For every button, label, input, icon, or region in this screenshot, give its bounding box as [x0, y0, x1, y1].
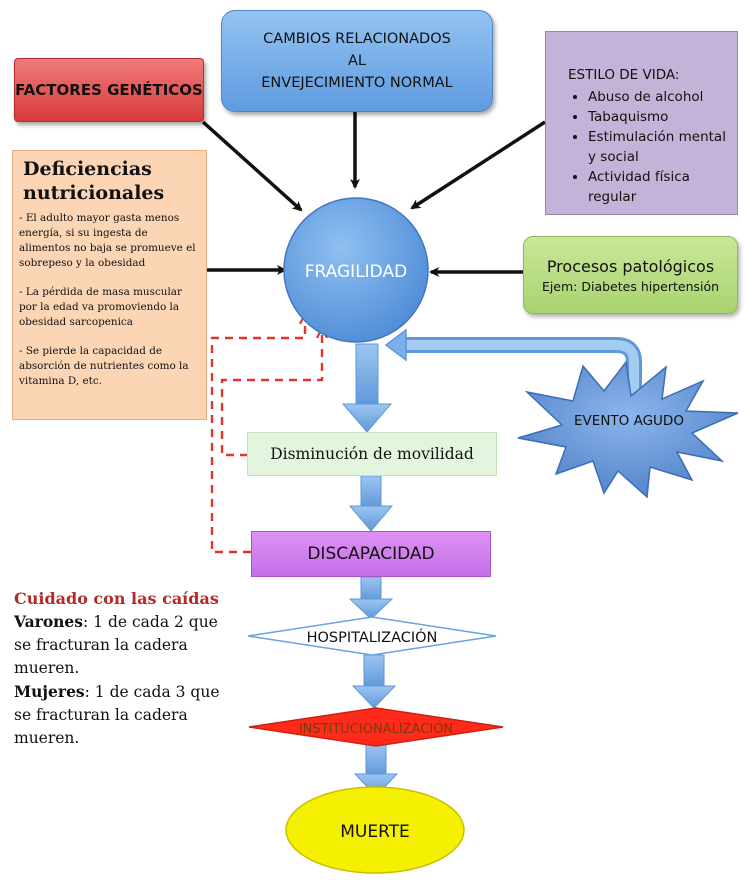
flow-arrow-discapacidad-hospitalizacion — [348, 576, 394, 620]
factores-geneticos-node: FACTORES GENÉTICOS — [14, 58, 204, 122]
evento-agudo-label: EVENTO AGUDO — [574, 413, 684, 429]
caidas-note-title: Cuidado con las caídas — [14, 589, 219, 608]
estilo-item: Actividad física regular — [588, 167, 727, 207]
deficiencias-paragraph: - El adulto mayor gasta menos energía, s… — [19, 212, 196, 269]
deficiencias-paragraph: - Se pierde la capacidad de absorción de… — [19, 345, 189, 387]
flow-arrow-institucionalizacion-muerte — [353, 744, 399, 797]
caidas-note: Cuidado con las caídas Varones: 1 de cad… — [14, 588, 234, 750]
varones-label: Varones — [14, 612, 84, 631]
factores-geneticos-label: FACTORES GENÉTICOS — [15, 81, 203, 99]
institucionalizacion-node — [248, 707, 504, 747]
mujeres-detail: : 1 de cada 3 que se fracturan la cadera… — [14, 683, 220, 747]
fragilidad-label: FRAGILIDAD — [305, 262, 407, 282]
hospitalizacion-node — [247, 616, 497, 656]
deficiencias-paragraph: - La pérdida de masa muscular por la eda… — [19, 286, 182, 328]
flow-arrow-disminucion-discapacidad — [348, 475, 394, 532]
cambios-line-2: AL — [348, 53, 366, 69]
cambios-line-3: ENVEJECIMIENTO NORMAL — [261, 75, 453, 91]
fragilidad-node — [283, 197, 429, 343]
arrowhead-evento — [384, 328, 407, 362]
feedback-discapacidad-dashed — [210, 318, 305, 554]
cambios-node: CAMBIOS RELACIONADOS AL ENVEJECIMIENTO N… — [221, 10, 493, 112]
evento-agudo-node — [517, 360, 739, 499]
muerte-node — [285, 786, 465, 874]
procesos-subtitle: Ejem: Diabetes hipertensión — [541, 278, 720, 294]
estilo-list: Abuso de alcohol Tabaquismo Estimulación… — [568, 87, 727, 207]
procesos-node: Procesos patológicos Ejem: Diabetes hipe… — [523, 236, 738, 314]
feedback-disminucion-dashed — [220, 332, 322, 457]
disminucion-label: Disminución de movilidad — [270, 445, 474, 463]
discapacidad-label: DISCAPACIDAD — [307, 544, 435, 564]
deficiencias-title: Deficiencias nutricionales — [23, 158, 165, 204]
arrow-estilo-to-fragilidad — [410, 120, 546, 210]
flow-arrow-fragilidad-disminucion — [341, 343, 393, 433]
mujeres-text: Mujeres: 1 de cada 3 que se fracturan la… — [14, 680, 234, 750]
estilo-item: Tabaquismo — [588, 107, 727, 127]
varones-text: Varones: 1 de cada 2 que se fracturan la… — [14, 610, 234, 680]
disminucion-node: Disminución de movilidad — [247, 432, 497, 476]
estilo-item: Abuso de alcohol — [588, 87, 727, 107]
mujeres-label: Mujeres — [14, 682, 85, 701]
procesos-title: Procesos patológicos — [546, 256, 715, 276]
deficiencias-node: Deficiencias nutricionales - El adulto m… — [12, 150, 207, 420]
muerte-label: MUERTE — [340, 822, 410, 842]
flow-arrow-hospitalizacion-institucionalizacion — [351, 654, 397, 709]
discapacidad-node: DISCAPACIDAD — [251, 531, 491, 577]
estilo-de-vida-node: ESTILO DE VIDA: Abuso de alcohol Tabaqui… — [545, 31, 738, 215]
institucionalizacion-label: INSTITUCIONALIZACIÓN — [299, 721, 453, 737]
estilo-item: Estimulación mental y social — [588, 127, 727, 167]
hospitalizacion-label: HOSPITALIZACIÓN — [307, 628, 438, 646]
varones-detail: : 1 de cada 2 que se fracturan la cadera… — [14, 613, 218, 677]
cambios-line-1: CAMBIOS RELACIONADOS — [263, 31, 451, 47]
estilo-title: ESTILO DE VIDA: — [568, 67, 680, 83]
arrow-factores-to-fragilidad — [201, 120, 303, 212]
